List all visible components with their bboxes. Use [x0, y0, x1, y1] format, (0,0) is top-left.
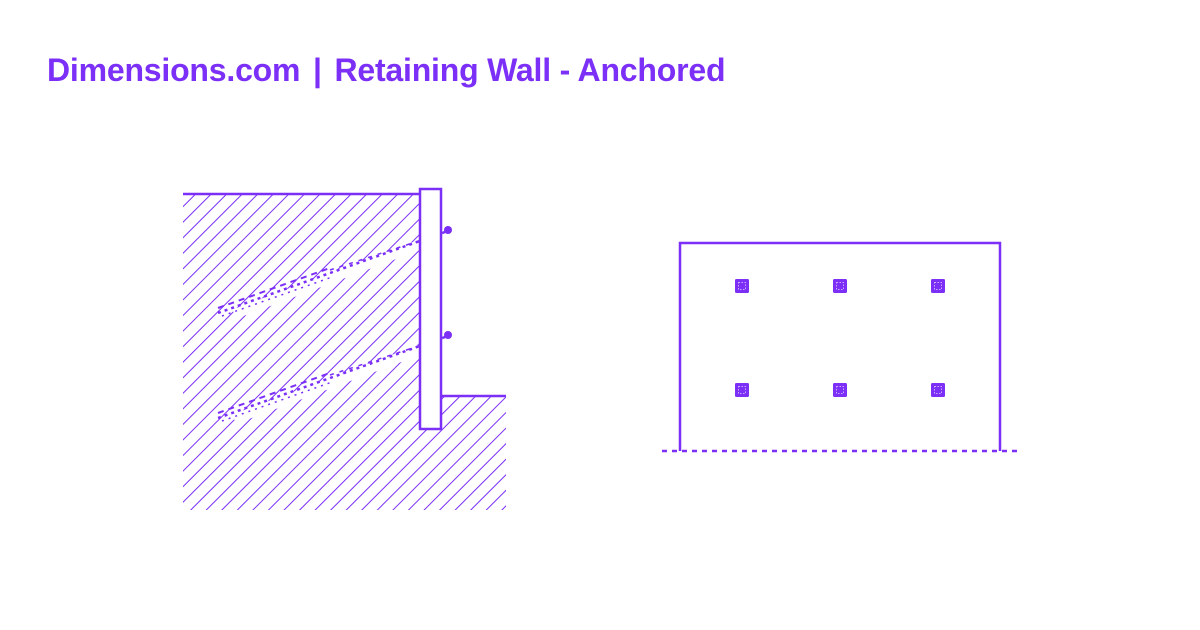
anchor-plate-icon	[931, 279, 945, 293]
title-separator: |	[312, 52, 322, 88]
retained-soil-hatch	[183, 192, 506, 510]
anchor-plate-icon	[833, 279, 847, 293]
retaining-wall-elevation	[678, 241, 1002, 451]
anchor-plate-icon	[735, 279, 749, 293]
page-title: Dimensions.com | Retaining Wall - Anchor…	[47, 52, 726, 89]
retaining-wall-section	[418, 187, 443, 431]
anchor-plates	[735, 279, 945, 397]
brand-name: Dimensions.com	[47, 52, 301, 88]
anchor-plate-icon	[833, 383, 847, 397]
tieback-anchor-lower	[217, 331, 452, 424]
elevation-view	[662, 241, 1018, 453]
section-view	[183, 187, 506, 510]
tieback-anchor-upper	[217, 226, 452, 319]
anchor-plate-icon	[931, 383, 945, 397]
drawing-title: Retaining Wall - Anchored	[334, 52, 726, 88]
anchor-plate-icon	[735, 383, 749, 397]
